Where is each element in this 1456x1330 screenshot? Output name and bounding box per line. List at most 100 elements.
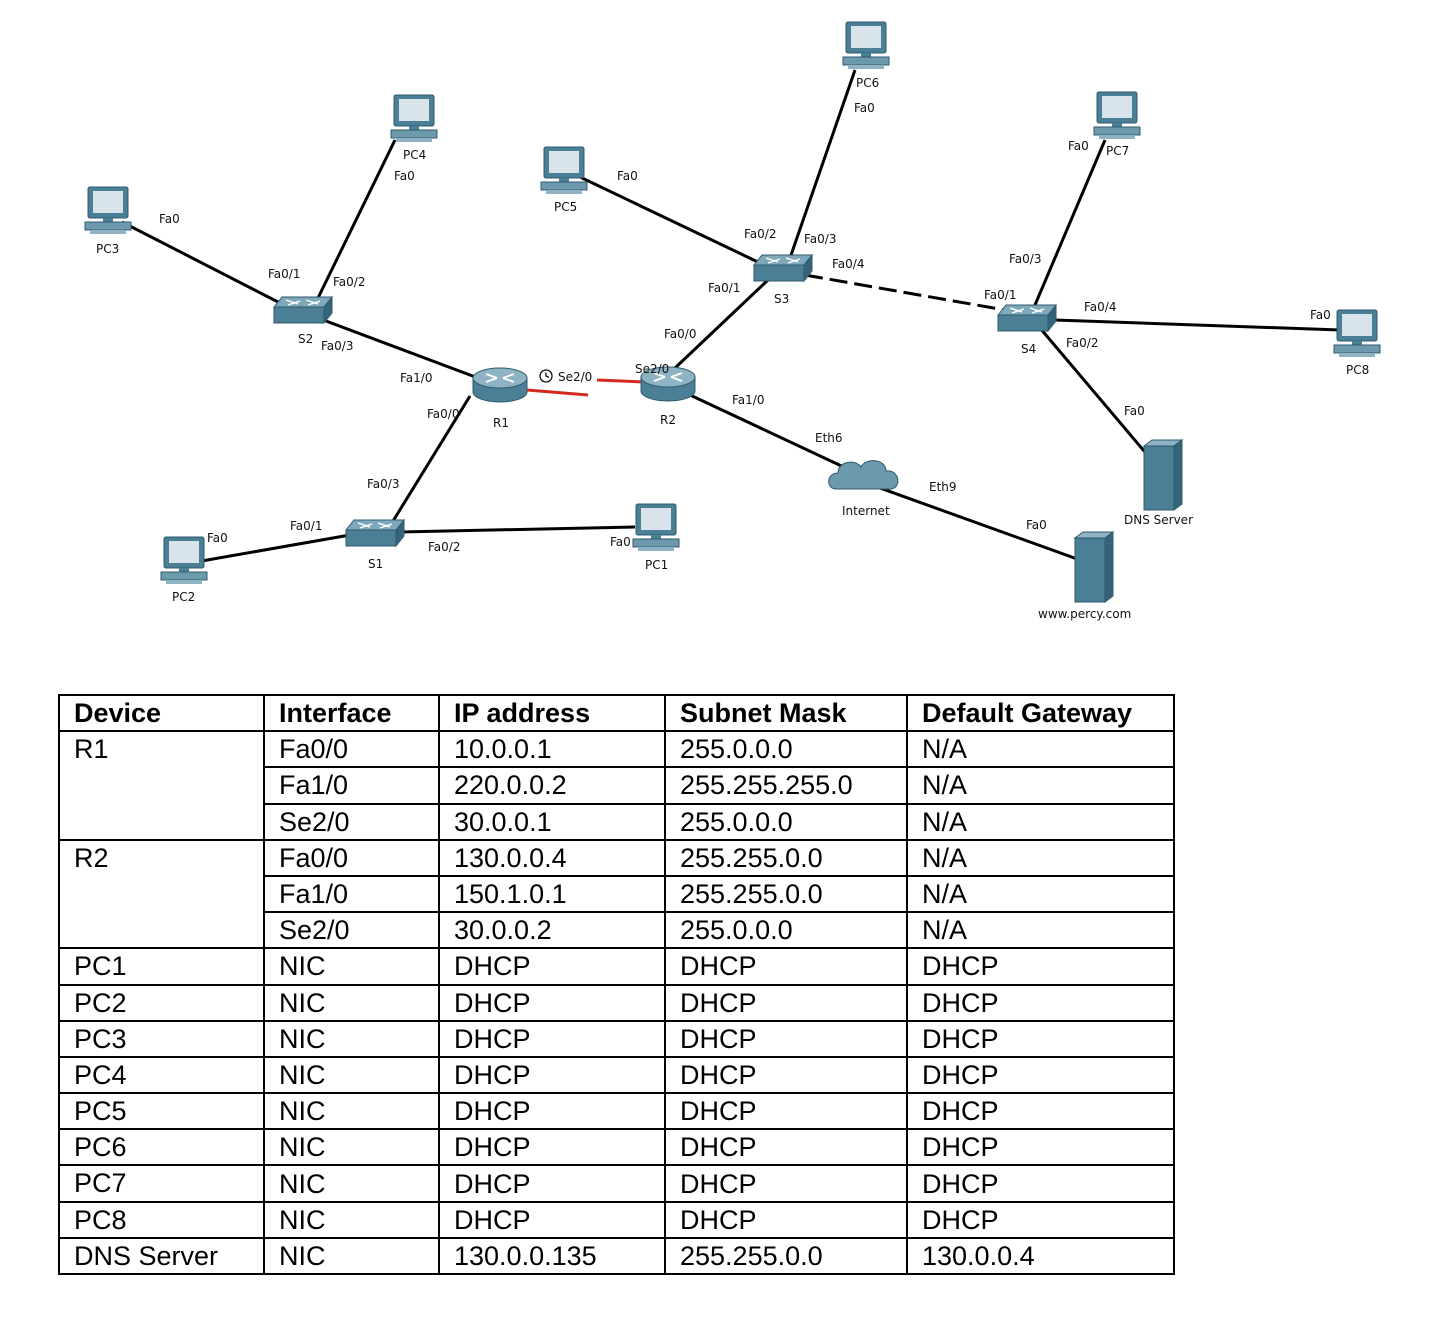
- subnet-mask-cell: DHCP: [664, 983, 908, 1022]
- pc8-icon[interactable]: [1333, 309, 1381, 358]
- default-gateway-cell: DHCP: [906, 1019, 1175, 1058]
- column-header-subnet-mask: Subnet Mask: [664, 693, 908, 733]
- pc5-icon[interactable]: [540, 146, 588, 195]
- ip-address-cell: 30.0.0.1: [438, 802, 666, 841]
- subnet-mask-cell: 255.0.0.0: [664, 802, 908, 841]
- link-pc4-s2: [316, 139, 397, 299]
- column-header-device: Device: [58, 693, 265, 733]
- ip-address-cell: 30.0.0.2: [438, 911, 666, 950]
- link-pc7-s4: [1033, 139, 1107, 306]
- default-gateway-cell: DHCP: [906, 1055, 1175, 1095]
- pc3-label: PC3: [96, 242, 119, 256]
- link-s2-r1: [317, 316, 479, 380]
- pc1-icon[interactable]: [632, 503, 680, 552]
- device-cell: PC4: [58, 1055, 265, 1095]
- device-cell: PC2: [58, 983, 265, 1022]
- internet-cloud-icon[interactable]: [828, 460, 899, 490]
- s1-switch-icon[interactable]: [345, 519, 405, 547]
- device-cell: R1: [58, 730, 265, 841]
- s4-label: S4: [1021, 342, 1036, 356]
- subnet-mask-cell: DHCP: [664, 1128, 908, 1167]
- device-cell: PC5: [58, 1092, 265, 1131]
- ip-address-cell: DHCP: [438, 1164, 666, 1203]
- r1-router-icon[interactable]: [472, 367, 528, 403]
- port-label: Eth9: [929, 480, 957, 494]
- network-topology-diagram: PC3 PC4 PC5 PC6 PC7 PC8 PC2 PC1 S2 S1 S3…: [84, 21, 1381, 621]
- pc4-icon[interactable]: [390, 94, 438, 143]
- ip-address-cell: DHCP: [438, 983, 666, 1022]
- column-header-default-gateway: Default Gateway: [906, 693, 1175, 733]
- link-r2-internet: [689, 393, 851, 472]
- port-label: Fa0/2: [744, 227, 776, 241]
- link-pc6-s3: [788, 69, 857, 259]
- link-s1-pc1: [399, 525, 636, 534]
- subnet-mask-cell: DHCP: [664, 1164, 908, 1203]
- port-label: Se2/0: [635, 362, 669, 376]
- interface-cell: NIC: [263, 1055, 440, 1095]
- column-header-ip-address: IP address: [438, 693, 666, 733]
- default-gateway-cell: N/A: [906, 766, 1175, 805]
- s4-switch-icon[interactable]: [997, 304, 1057, 332]
- pc3-icon[interactable]: [84, 186, 132, 235]
- link-pc3-s2: [121, 220, 281, 305]
- ip-address-cell: DHCP: [438, 1128, 666, 1167]
- subnet-mask-cell: 255.255.0.0: [664, 1236, 908, 1276]
- ip-address-cell: DHCP: [438, 1055, 666, 1095]
- r2-label: R2: [660, 413, 676, 427]
- ip-address-cell: 130.0.0.4: [438, 838, 666, 877]
- subnet-mask-cell: 255.255.255.0: [664, 766, 908, 805]
- s3-switch-icon[interactable]: [753, 254, 813, 282]
- port-label: Fa0/3: [1009, 252, 1041, 266]
- addressing-table: Device Interface IP address Subnet Mask …: [58, 693, 1175, 1276]
- interface-cell: NIC: [263, 1236, 440, 1276]
- ip-address-cell: DHCP: [438, 947, 666, 986]
- interface-cell: NIC: [263, 1092, 440, 1131]
- port-label: Fa0: [1310, 308, 1331, 322]
- subnet-mask-cell: 255.255.0.0: [664, 874, 908, 914]
- port-label: Fa0: [854, 101, 875, 115]
- web-server-label: www.percy.com: [1038, 607, 1131, 621]
- default-gateway-cell: N/A: [906, 874, 1175, 914]
- web-server-icon[interactable]: [1074, 531, 1114, 603]
- default-gateway-cell: DHCP: [906, 1164, 1175, 1203]
- s2-switch-icon[interactable]: [273, 296, 333, 324]
- pc7-icon[interactable]: [1093, 91, 1141, 140]
- ip-address-cell: DHCP: [438, 1092, 666, 1131]
- ip-address-cell: 150.1.0.1: [438, 874, 666, 914]
- port-label: Fa0: [207, 531, 228, 545]
- pc2-icon[interactable]: [160, 536, 208, 585]
- interface-cell: NIC: [263, 1019, 440, 1058]
- interface-cell: Fa1/0: [263, 874, 440, 914]
- default-gateway-cell: N/A: [906, 911, 1175, 950]
- default-gateway-cell: DHCP: [906, 1128, 1175, 1167]
- port-label: Fa0/2: [333, 275, 365, 289]
- links: [121, 69, 1341, 564]
- subnet-mask-cell: DHCP: [664, 1092, 908, 1131]
- subnet-mask-cell: DHCP: [664, 1019, 908, 1058]
- port-label: Fa0: [394, 169, 415, 183]
- port-label: Fa0/2: [428, 540, 460, 554]
- default-gateway-cell: DHCP: [906, 983, 1175, 1022]
- dns-server-icon[interactable]: [1143, 439, 1183, 511]
- s1-label: S1: [368, 557, 383, 571]
- interface-cell: Se2/0: [263, 911, 440, 950]
- dns-server-label: DNS Server: [1124, 513, 1193, 527]
- default-gateway-cell: N/A: [906, 802, 1175, 841]
- interface-cell: NIC: [263, 1164, 440, 1203]
- subnet-mask-cell: DHCP: [664, 947, 908, 986]
- port-label: Fa0/1: [708, 281, 740, 295]
- pc6-icon[interactable]: [842, 21, 890, 70]
- device-cell: PC1: [58, 947, 265, 986]
- port-label: Fa0/4: [1084, 300, 1116, 314]
- port-labels: Fa0 Fa0 Fa0/1 Fa0/2 Fa0/3 Fa1/0 Fa0/0 Se…: [159, 101, 1331, 554]
- interface-cell: NIC: [263, 983, 440, 1022]
